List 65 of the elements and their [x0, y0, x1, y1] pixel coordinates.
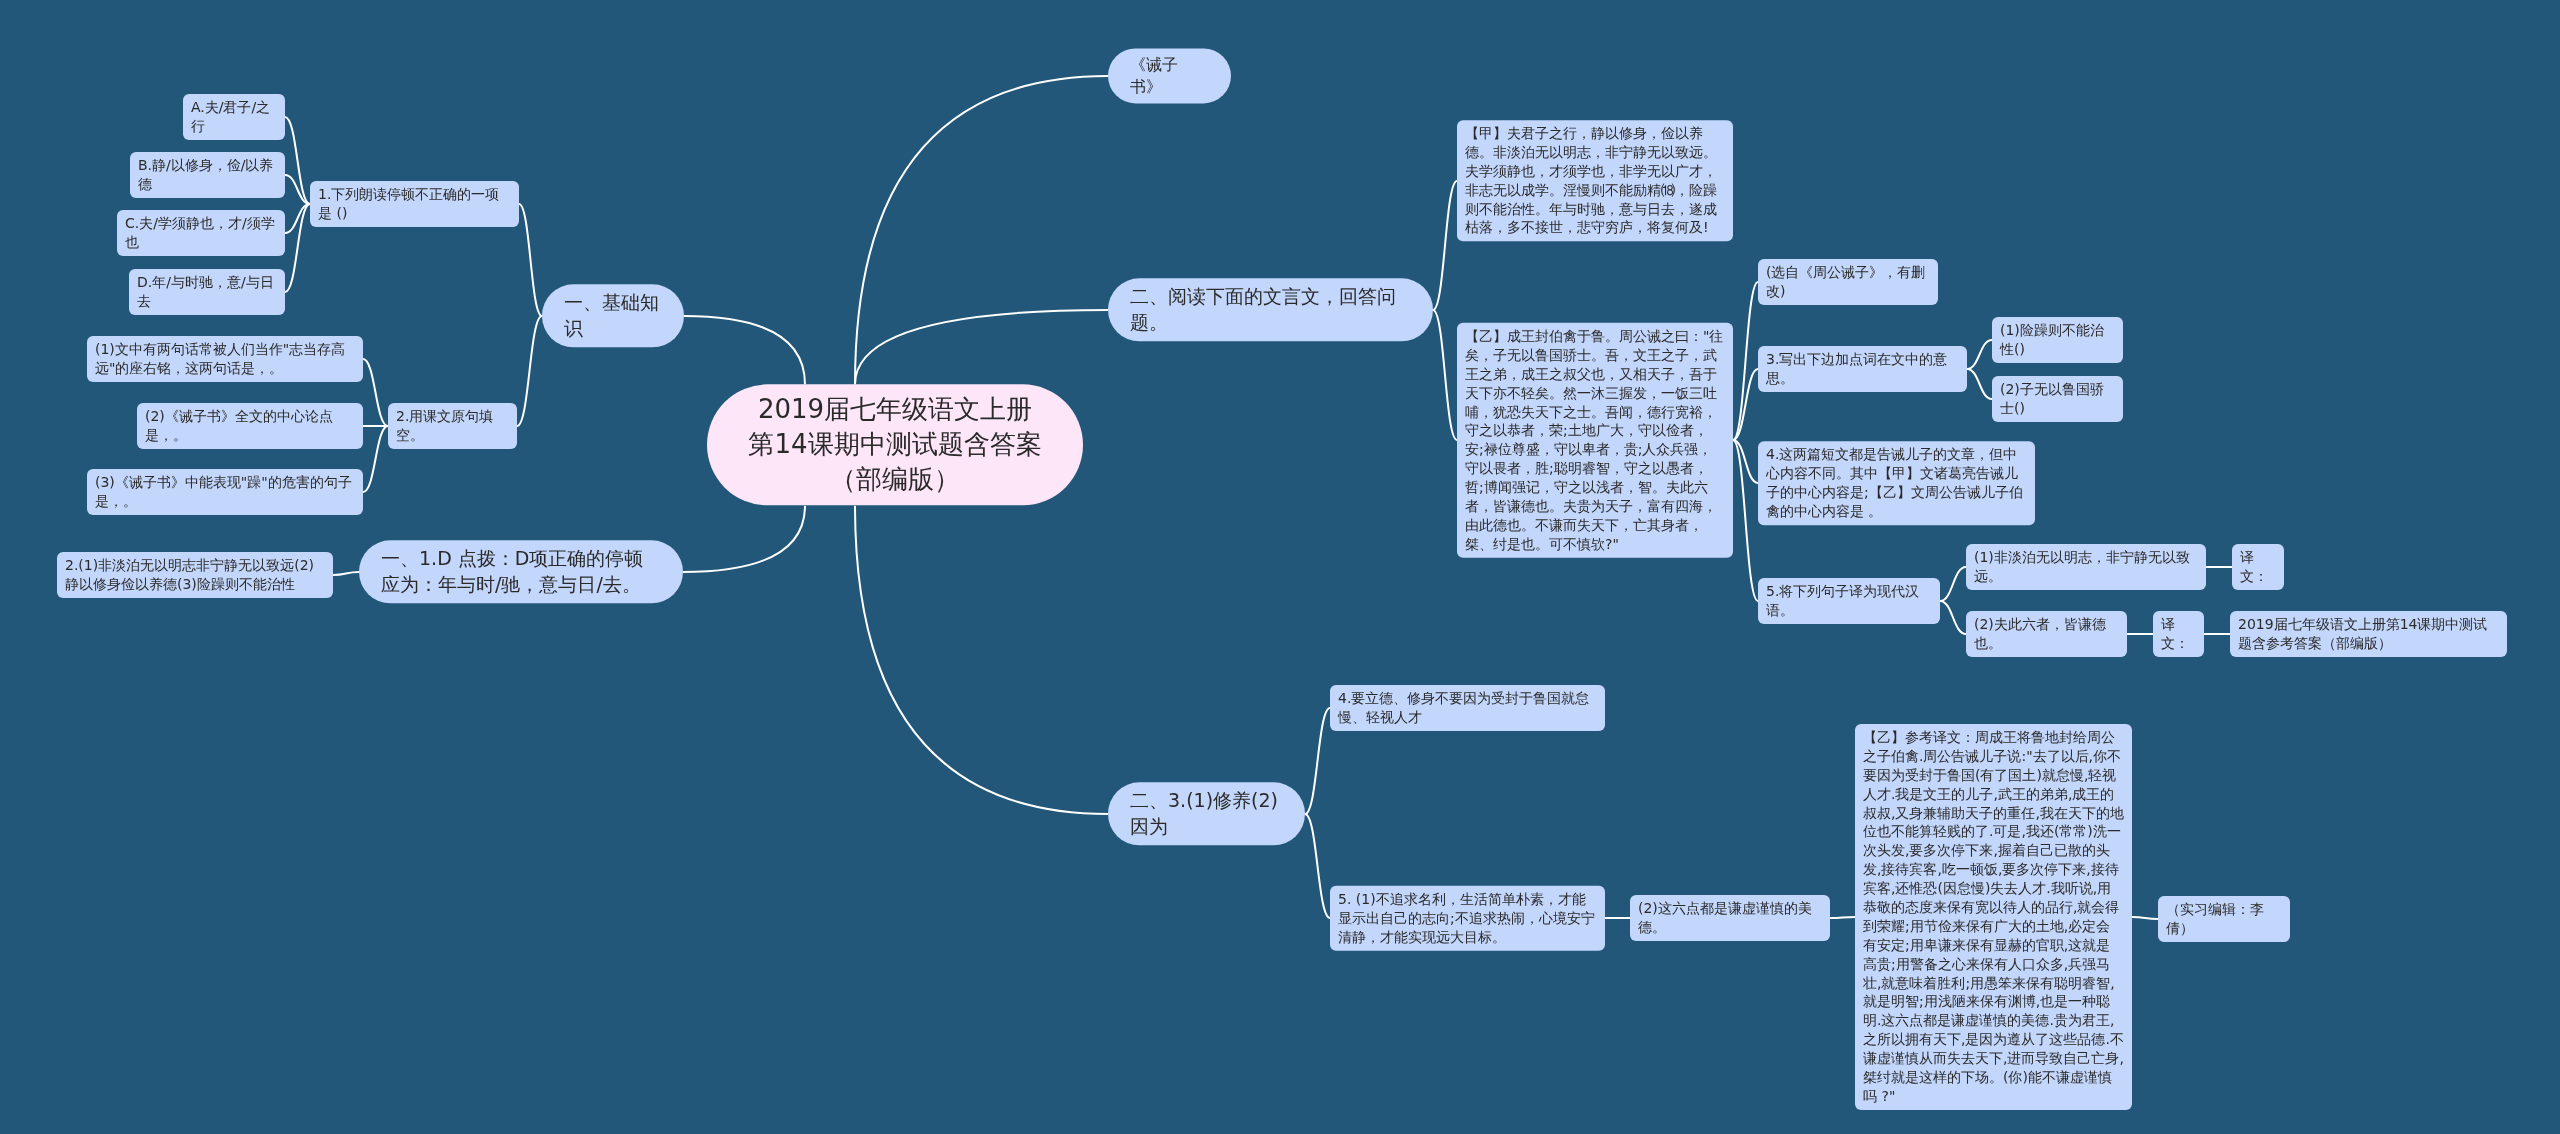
topic-bubble: 二、3.(1)修养(2)因为 — [1108, 782, 1305, 846]
topic-bubble: 《诫子书》 — [1108, 48, 1231, 104]
connector-line — [516, 315, 543, 427]
text-box: 4.要立德、修身不要因为受封于鲁国就怠慢、轻视人才 — [1330, 685, 1605, 731]
connector-line — [362, 358, 389, 427]
connector-line — [284, 174, 311, 205]
text-box: 2.用课文原句填空。 — [388, 403, 517, 449]
text-box: 【乙】成王封伯禽于鲁。周公诫之曰："往矣，子无以鲁国骄士。吾，文王之子，武王之弟，成王之叔父也，又相天子，吾于天下亦不轻矣。然一沐三握发，一饭三吐哺，犹恐失天下之士。吾闻，德行宽裕，守之以恭者，荣;土地广大，守以俭者，安;禄位尊盛，守以卑者，贵;人众兵强，守以畏者，胜;聪明睿智，守之以愚者，哲;博闻强记，守之以浅者，智。夫此六者，皆谦德也。夫贵为天子，富有四海，由此德也。不谦而失天下，亡其身者，桀、纣是也。可不慎欤?" — [1457, 322, 1733, 558]
text-box: 译文： — [2153, 611, 2204, 657]
text-box: 3.写出下边加点词在文中的意思。 — [1758, 346, 1967, 392]
connector-line — [1829, 916, 1856, 919]
text-box: (2)夫此六者，皆谦德也。 — [1966, 611, 2127, 657]
text-box: 【乙】参考译文：周成王将鲁地封给周公之子伯禽.周公告诫儿子说:"去了以后,你不要因为受封于鲁国(有了国土)就怠慢,轻视人才.我是文王的儿子,武王的弟弟,成王的叔叔,又身兼辅助天子的重任,我在天下的地位也不能算轻贱的了.可是,我还(常常)洗一次头发,要多次停下来,握着自己已散的头发,接待宾客,吃一顿饭,要多次停下来,接待宾客,还惟恐(因怠慢)失去人才.我听说,用恭敬的态度来保有宽以待人的品行,就会得到荣耀;用节俭来保有广大的土地,必定会有安定;用卑谦来保有显赫的官职,这就是高贵;用警备之心来保有人口众多,兵强马壮,就意味着胜利;用愚笨来保有聪明睿智,就是明智;用浅陋来保有渊博,也是一种聪明.这六点都是谦虚谨慎的美德.贵为君王,之所以拥有天下,是因为遵从了这些品德.不谦虚谨慎从而失去天下,进而导致自己亡身,桀纣就是这样的下场。(你)能不谦虚谨慎吗 ?" — [1855, 724, 2132, 1110]
topic-bubble: 一、基础知识 — [542, 284, 684, 348]
text-box: 5. (1)不追求名利，生活简单朴素，才能显示出自己的志向;不追求热闹，心境安宁清静，才能实现远大目标。 — [1330, 885, 1605, 951]
connector-line — [682, 504, 806, 573]
connector-line — [1304, 707, 1331, 815]
topic-bubble: 二、阅读下面的文言文，回答问题。 — [1108, 278, 1433, 342]
connector-line — [1939, 566, 1967, 602]
connector-line — [1732, 439, 1759, 484]
text-box: 4.这两篇短文都是告诫儿子的文章，但中心内容不同。其中【甲】文诸葛亮告诫儿子的中心内容是;【乙】文周公告诫儿子伯禽的中心内容是 。 — [1758, 441, 2035, 525]
connector-line — [2126, 633, 2154, 635]
text-box: D.年/与时驰，意/与日去 — [129, 269, 285, 315]
connector-line — [1732, 439, 1759, 602]
connector-line — [683, 315, 806, 386]
text-box: A.夫/君子/之行 — [183, 94, 285, 140]
text-box: (1)非淡泊无以明志，非宁静无以致远。 — [1966, 544, 2206, 590]
central-topic: 2019届七年级语文上册第14课期中测试题含答案（部编版） — [707, 384, 1083, 506]
text-box: 2019届七年级语文上册第14课期中测试题含参考答案（部编版） — [2230, 611, 2507, 657]
text-box: C.夫/学须静也，才/须学也 — [117, 210, 285, 256]
connector-line — [854, 309, 1109, 386]
text-box: 5.将下列句子译为现代汉语。 — [1758, 578, 1940, 624]
topic-bubble: 一、1.D 点拨：D项正确的停顿应为：年与时/驰，意与日/去。 — [359, 540, 683, 604]
connector-line — [2205, 566, 2233, 568]
text-box: (2)这六点都是谦虚谨慎的美德。 — [1630, 895, 1830, 941]
text-box: (1)文中有两句话常被人们当作"志当存高远"的座右铭，这两句话是，。 — [87, 336, 363, 382]
connector-line — [284, 116, 311, 205]
connector-line — [284, 203, 311, 293]
text-box: (选自《周公诫子》，有删改) — [1758, 259, 1938, 305]
connector-line — [1432, 180, 1458, 311]
connector-line — [518, 203, 543, 317]
connector-line — [362, 425, 389, 493]
text-box: 2.(1)非淡泊无以明志非宁静无以致远(2)静以修身俭以养德(3)险躁则不能治性 — [57, 552, 333, 598]
connector-line — [2131, 916, 2159, 920]
connector-line — [1432, 309, 1458, 441]
text-box: 译文： — [2232, 544, 2284, 590]
connector-line — [1304, 813, 1331, 919]
text-box: 1.下列朗读停顿不正确的一项是 () — [310, 181, 519, 227]
text-box: 【甲】夫君子之行，静以修身，俭以养德。非淡泊无以明志，非宁静无以致远。夫学须静也，才须学也，非学无以广才，非志无以成学。淫慢则不能励精⒅，险躁则不能治性。年与时驰，意与日去，遂成枯落，多不接世，悲守穷庐，将复何及! — [1457, 120, 1733, 242]
connector-line — [1604, 917, 1631, 919]
connector-line — [284, 203, 311, 234]
text-box: (2)《诫子书》全文的中心论点是，。 — [137, 403, 363, 449]
connector-line — [2203, 633, 2231, 635]
text-box: （实习编辑：李倩） — [2158, 896, 2290, 942]
connector-line — [1939, 600, 1967, 635]
text-box: (3)《诫子书》中能表现"躁"的危害的句子是，。 — [87, 469, 363, 515]
text-box: (2)子无以鲁国骄士() — [1992, 376, 2123, 422]
connector-line — [332, 571, 360, 576]
text-box: (1)险躁则不能治性() — [1992, 317, 2123, 363]
connector-line — [1966, 368, 1993, 400]
connector-line — [1966, 339, 1993, 370]
text-box: B.静/以修身，俭/以养德 — [130, 152, 285, 198]
connector-line — [1732, 368, 1759, 441]
connector-line — [854, 504, 1109, 815]
connector-line — [362, 425, 389, 427]
